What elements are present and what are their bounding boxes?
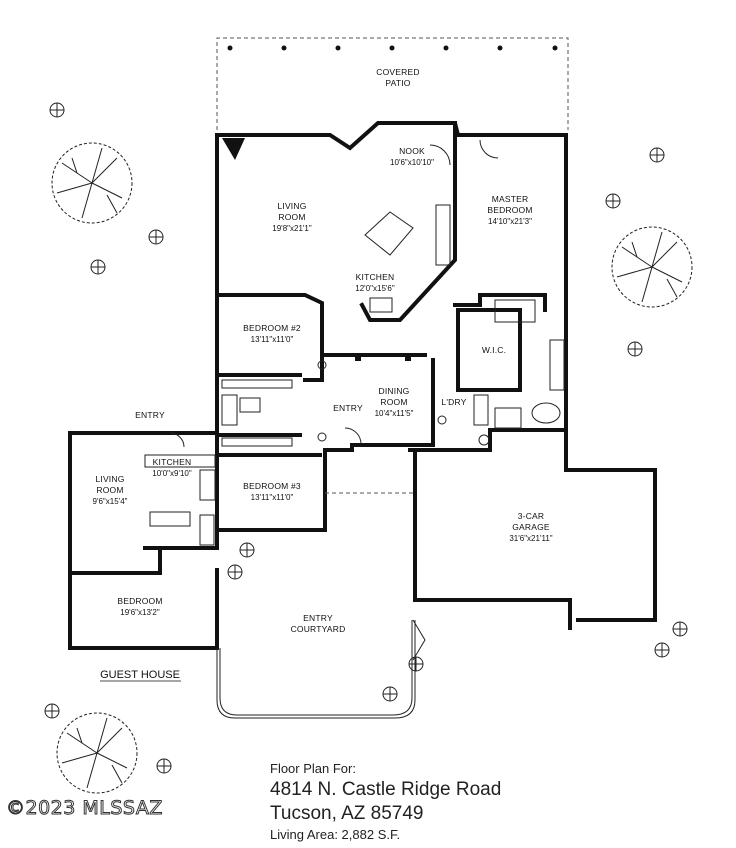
bedroom-3-dims: 13'11"x11'0" xyxy=(251,493,294,502)
shrub xyxy=(408,656,424,672)
dining-room-label-1: DINING xyxy=(379,386,410,396)
guest-house-walls xyxy=(68,431,219,650)
shrub xyxy=(239,542,255,558)
dining-room-dims: 10'4"x11'5" xyxy=(375,409,414,418)
shrub xyxy=(627,341,643,357)
address-line-1: 4814 N. Castle Ridge Road xyxy=(270,779,502,800)
main-house-walls xyxy=(215,121,657,630)
dining-room-label-2: ROOM xyxy=(380,397,407,407)
entry-courtyard-label-2: COURTYARD xyxy=(291,624,346,634)
guest-kitchen-dims: 10'0"x9'10" xyxy=(152,469,192,478)
laundry-label: L'DRY xyxy=(441,397,466,407)
guest-bedroom-dims: 19'6"x13'2" xyxy=(120,608,160,617)
shrub xyxy=(44,703,60,719)
garage-label-2: GARAGE xyxy=(512,522,550,532)
shrub xyxy=(672,621,688,637)
guest-bedroom-label: BEDROOM xyxy=(117,596,162,606)
shrub xyxy=(654,642,670,658)
master-bedroom-label-2: BEDROOM xyxy=(487,205,532,215)
interior-fixtures xyxy=(144,138,565,546)
garage-label-1: 3-CAR xyxy=(518,511,545,521)
guest-living-room-dims: 9'6"x15'4" xyxy=(93,497,128,506)
covered-patio-outline xyxy=(216,37,569,130)
shrub xyxy=(90,259,106,275)
entry-courtyard-outline xyxy=(216,492,426,719)
address-line-2: Tucson, AZ 85749 xyxy=(270,803,424,824)
guest-living-room-label-1: LIVING xyxy=(95,474,124,484)
shrub xyxy=(382,686,398,702)
copyright-watermark: ©2023 MLSSAZ xyxy=(6,797,163,820)
covered-patio-label-2: PATIO xyxy=(385,78,410,88)
room-labels: COVERED PATIO NOOK 10'6"x10'10" LIVING R… xyxy=(93,67,553,682)
master-bedroom-dims: 14'10"x21'3" xyxy=(488,217,532,226)
floor-plan-info: Floor Plan For: 4814 N. Castle Ridge Roa… xyxy=(270,760,501,844)
living-room-label-2: ROOM xyxy=(278,212,305,222)
covered-patio-label-1: COVERED xyxy=(376,67,419,77)
tree-large-bottom xyxy=(56,712,138,794)
shrub xyxy=(649,147,665,163)
bedroom-3-label: BEDROOM #3 xyxy=(243,481,301,491)
wic-label: W.I.C. xyxy=(482,345,506,355)
shrub xyxy=(148,229,164,245)
nook-dims: 10'6"x10'10" xyxy=(390,158,434,167)
living-room-label-1: LIVING xyxy=(277,201,306,211)
guest-house-label: GUEST HOUSE xyxy=(100,669,180,681)
shrub xyxy=(49,102,65,118)
entry-courtyard-label-1: ENTRY xyxy=(303,613,333,623)
tree-large-right xyxy=(611,226,693,308)
garage-dims: 31'6"x21'11" xyxy=(509,534,552,543)
living-area: Living Area: 2,882 S.F. xyxy=(270,827,401,842)
bedroom-2-label: BEDROOM #2 xyxy=(243,323,301,333)
shrub xyxy=(227,564,243,580)
guest-kitchen-label: KITCHEN xyxy=(153,457,192,467)
guest-living-room-label-2: ROOM xyxy=(96,485,123,495)
entry-main-label: ENTRY xyxy=(333,403,363,413)
kitchen-label: KITCHEN xyxy=(356,272,395,282)
tree-large-left xyxy=(51,142,133,224)
entry-guest-label: ENTRY xyxy=(135,410,165,420)
living-room-dims: 19'8"x21'1" xyxy=(272,224,312,233)
landscape-trees xyxy=(44,102,693,794)
nook-label: NOOK xyxy=(399,146,425,156)
shrub xyxy=(156,758,172,774)
shrub xyxy=(605,193,621,209)
floor-plan-heading: Floor Plan For: xyxy=(270,761,356,776)
bedroom-2-dims: 13'11"x11'0" xyxy=(251,335,294,344)
kitchen-dims: 12'0"x15'6" xyxy=(355,284,395,293)
master-bedroom-label-1: MASTER xyxy=(492,194,529,204)
